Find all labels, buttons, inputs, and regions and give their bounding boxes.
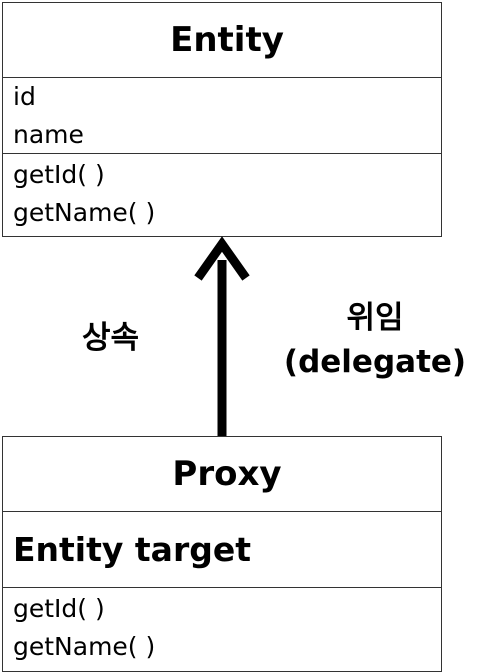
proxy-class-title: Proxy <box>3 437 441 511</box>
entity-fields-section: id name <box>3 77 441 153</box>
delegate-label: 위임 (delegate) <box>282 296 468 384</box>
inherit-label: 상속 <box>82 320 140 356</box>
delegate-label-korean: 위임 <box>346 300 404 336</box>
proxy-field-target: Entity target <box>13 530 251 569</box>
arrow-head <box>194 236 250 281</box>
entity-field-name: name <box>13 120 84 149</box>
proxy-method-getname: getName( ) <box>13 632 156 661</box>
delegate-label-english: (delegate) <box>283 344 467 380</box>
entity-method-getid: getId( ) <box>13 160 105 189</box>
entity-title-text: Entity <box>170 20 284 60</box>
proxy-method-getid: getId( ) <box>13 594 105 623</box>
entity-method-getname: getName( ) <box>13 198 156 227</box>
proxy-class-box: Proxy Entity target getId( ) getName( ) <box>2 436 442 672</box>
proxy-methods-section: getId( ) getName( ) <box>3 587 441 671</box>
proxy-title-text: Proxy <box>172 454 282 494</box>
entity-methods-section: getId( ) getName( ) <box>3 153 441 235</box>
proxy-fields-section: Entity target <box>3 511 441 587</box>
entity-class-box: Entity id name getId( ) getName( ) <box>2 2 442 237</box>
entity-field-id: id <box>13 82 36 111</box>
entity-class-title: Entity <box>3 3 441 77</box>
inheritance-arrow <box>194 236 250 436</box>
